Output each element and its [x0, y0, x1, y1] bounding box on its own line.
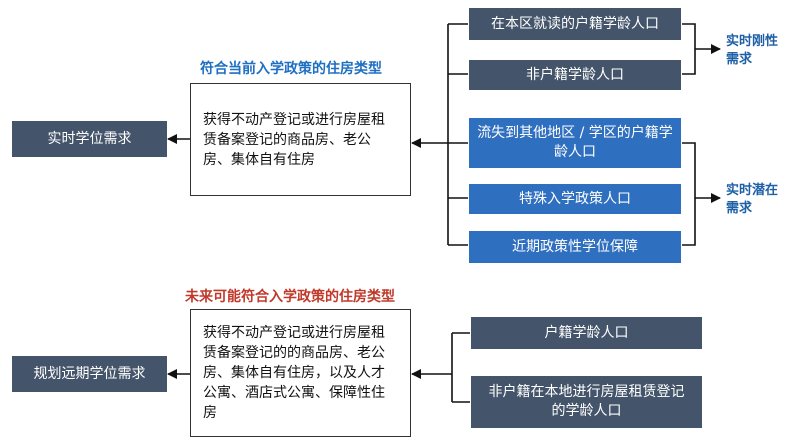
top-heading: 符合当前入学政策的住房类型	[200, 61, 382, 77]
bottom-right-non-hukou: 非户籍在本地进行房屋租赁登记的学龄人口	[471, 376, 702, 428]
current-housing-types-box: 获得不动产登记或进行房屋租赁备案登记的商品房、老公房、集体自有住房	[190, 83, 411, 196]
right-box-policy-guarantee: 近期政策性学位保障	[469, 231, 681, 263]
right-box-non-hukou: 非户籍学龄人口	[469, 60, 681, 90]
future-housing-types-box: 获得不动产登记或进行房屋租赁备案登记的的商品房、老公房、集体自有住房，以及人才公…	[190, 309, 411, 437]
bottom-heading: 未来可能符合入学政策的住房类型	[185, 289, 395, 305]
bottom-right-hukou: 户籍学龄人口	[471, 317, 702, 349]
label-rigid-demand: 实时刚性需求	[726, 34, 779, 67]
right-box-outflow-hukou: 流失到其他地区 / 学区的户籍学龄人口	[469, 118, 681, 168]
label-potential-demand: 实时潜在需求	[726, 183, 779, 216]
realtime-demand-box: 实时学位需求	[12, 121, 167, 157]
right-box-special-policy: 特殊入学政策人口	[469, 184, 681, 214]
right-box-local-hukou: 在本区就读的户籍学龄人口	[469, 8, 681, 40]
planned-demand-box: 规划远期学位需求	[12, 356, 167, 392]
